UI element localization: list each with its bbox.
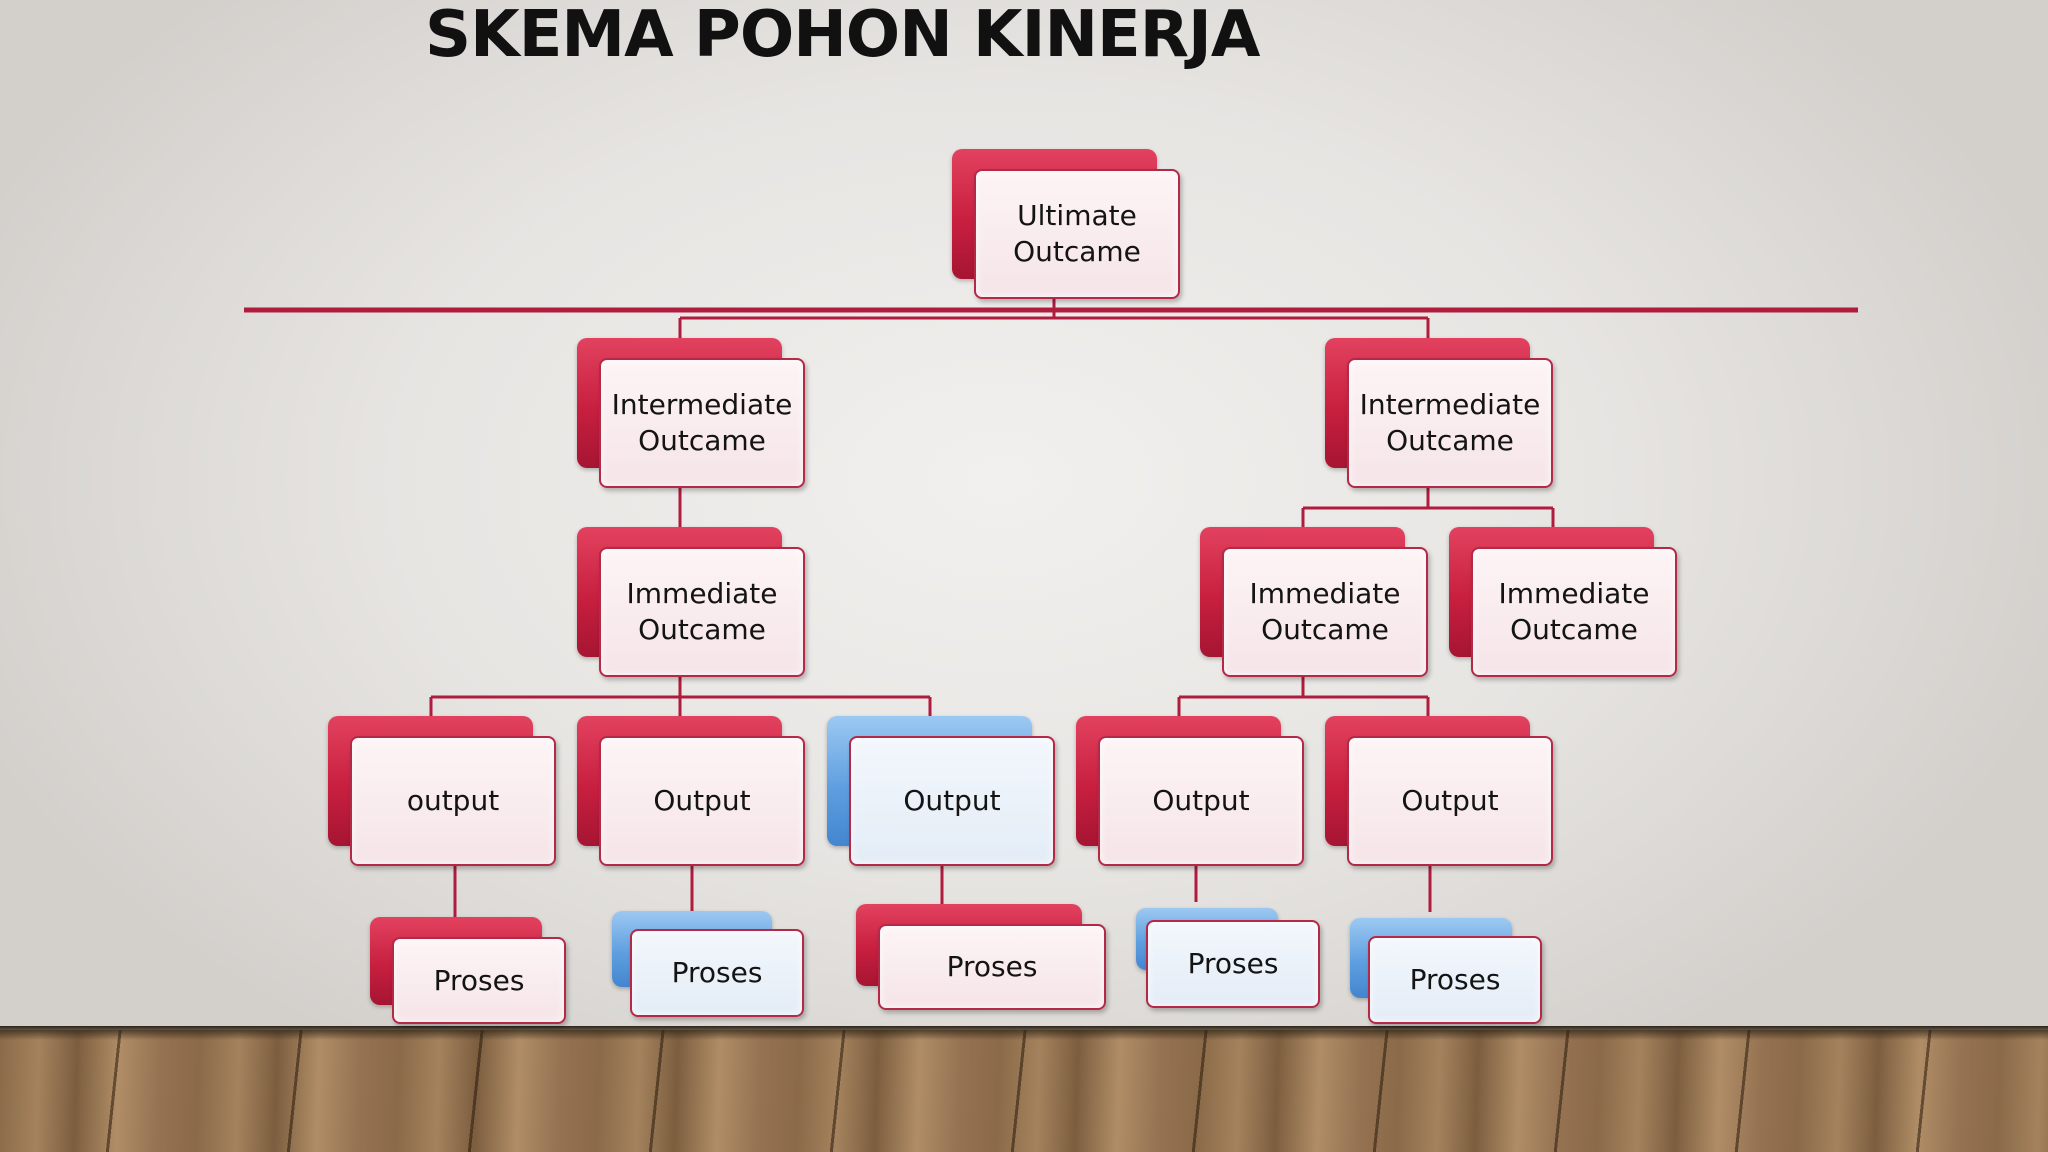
box-front: Output — [1347, 736, 1553, 866]
intermediate-outcome-line2: Outcame — [638, 424, 766, 457]
proses-label: Proses — [671, 956, 763, 989]
floor-shadow — [0, 1026, 2048, 1040]
immediate-outcome-line2: Outcame — [1261, 613, 1389, 646]
output-label: output — [406, 784, 500, 817]
output-label: Output — [653, 784, 751, 817]
output-box-2: Output — [577, 716, 805, 868]
wooden-floor — [0, 1030, 2048, 1152]
proses-label: Proses — [433, 963, 525, 997]
box-front: Proses — [1146, 920, 1320, 1008]
immediate-outcome-line1: Immediate — [1498, 577, 1650, 610]
page-title: SKEMA POHON KINERJA — [425, 0, 1260, 72]
proses-box-5: Proses — [1350, 918, 1542, 1024]
proses-label: Proses — [946, 950, 1038, 983]
proses-box-3: Proses — [856, 904, 1106, 1010]
immediate-outcome-line2: Outcame — [638, 613, 766, 646]
ultimate-outcome-line1: Ultimate — [1017, 199, 1137, 232]
output-label: Output — [1152, 784, 1250, 817]
output-box-5: Output — [1325, 716, 1553, 868]
box-front: Output — [599, 736, 805, 866]
output-box-3: Output — [827, 716, 1055, 868]
proses-label: Proses — [1409, 963, 1501, 996]
immediate-outcome-line1: Immediate — [626, 577, 778, 610]
proses-box-2: Proses — [612, 911, 804, 1017]
output-box-1: output — [328, 716, 556, 868]
proses-box-4: Proses — [1136, 908, 1320, 1010]
immediate-outcome-line2: Outcame — [1510, 613, 1638, 646]
box-front: Output — [849, 736, 1055, 866]
box-front: Output — [1098, 736, 1304, 866]
output-label: Output — [903, 784, 1001, 817]
intermediate-outcome-line1: Intermediate — [1359, 388, 1541, 421]
immediate-outcome-line1: Immediate — [1249, 577, 1401, 610]
output-box-4: Output — [1076, 716, 1304, 868]
box-front: output — [350, 736, 556, 866]
ultimate-outcome-line2: Outcame — [1013, 235, 1141, 268]
output-label: Output — [1401, 784, 1499, 817]
box-front: Proses — [1368, 936, 1542, 1024]
box-front: Proses — [630, 929, 804, 1017]
intermediate-outcome-line1: Intermediate — [611, 388, 793, 421]
box-front: Proses — [878, 924, 1106, 1010]
box-front: Proses — [392, 937, 566, 1024]
proses-label: Proses — [1187, 947, 1279, 980]
intermediate-outcome-line2: Outcame — [1386, 424, 1514, 457]
proses-box-1: Proses — [370, 917, 566, 1025]
